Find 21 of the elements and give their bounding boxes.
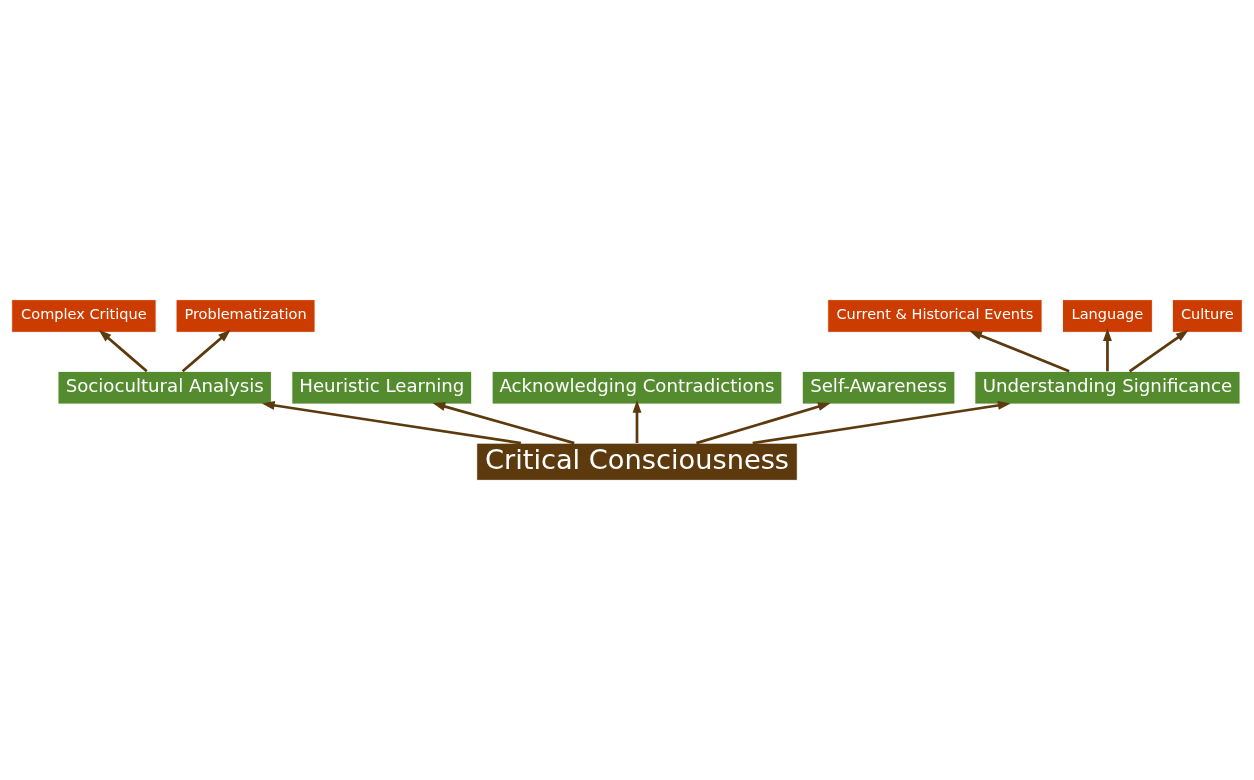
node-box: Problematization <box>175 299 316 333</box>
arrow <box>432 402 575 445</box>
node-box: Acknowledging Contradictions <box>491 370 783 405</box>
node-box: Understanding Significance <box>974 370 1241 405</box>
node-box: Sociocultural Analysis <box>57 370 272 405</box>
arrow <box>1103 328 1112 372</box>
node-box: Complex Critique <box>11 299 157 333</box>
node-box: Current & Historical Events <box>827 299 1043 333</box>
arrow <box>969 330 1070 373</box>
node-box: Culture <box>1171 299 1243 333</box>
node-box: Language <box>1062 299 1153 333</box>
arrow <box>752 401 1011 445</box>
node-box: Heuristic Learning <box>291 370 473 405</box>
node-box: Critical Consciousness <box>476 442 798 481</box>
arrow <box>261 401 522 445</box>
arrow <box>98 329 148 373</box>
arrow <box>1128 330 1189 373</box>
arrow <box>696 402 831 445</box>
arrow <box>632 399 642 443</box>
node-box: Self-Awareness <box>801 370 956 405</box>
arrow <box>181 329 231 373</box>
